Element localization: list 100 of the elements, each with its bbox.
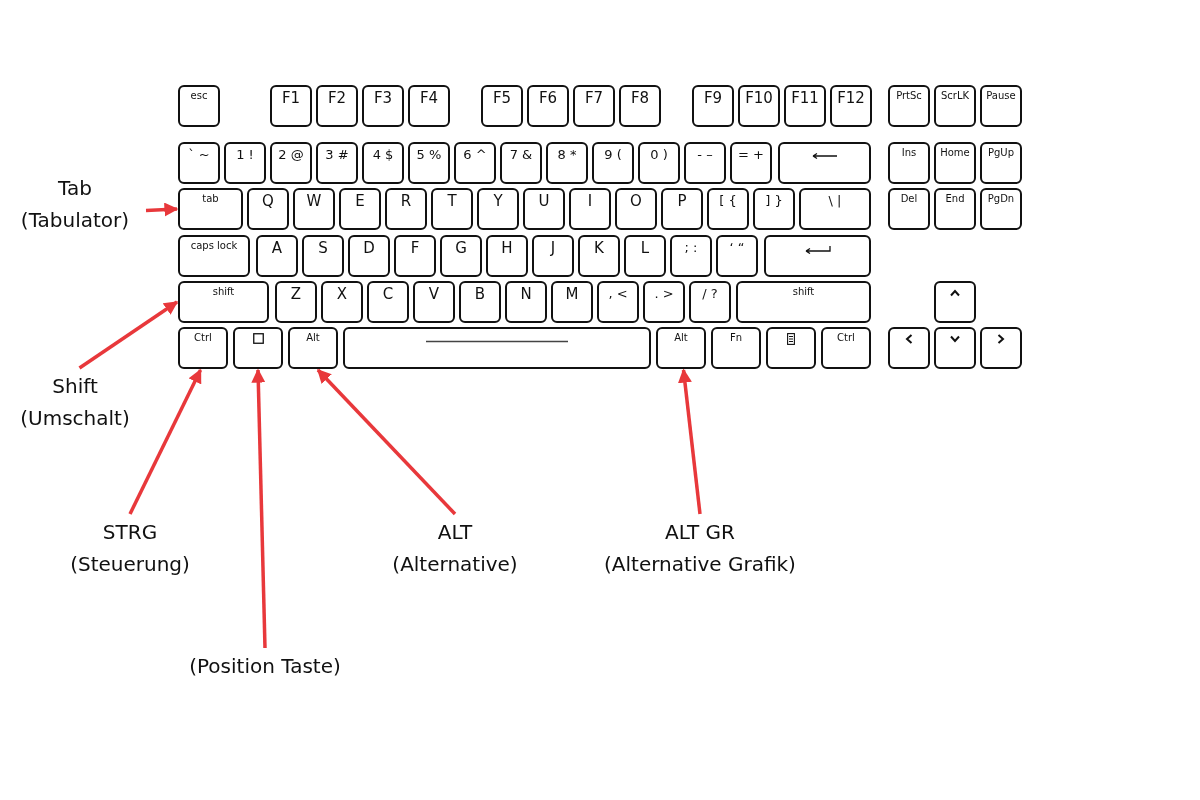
keyboard-key: J [532, 235, 574, 277]
keyboard-key: F8 [619, 85, 661, 127]
callout-title: ALT GR [664, 519, 735, 546]
callout-subtitle: (Steuerung) [70, 551, 190, 578]
callout-subtitle: (Position Taste) [189, 653, 341, 680]
keyboard-key: Pause [980, 85, 1022, 127]
keyboard-key: 5 % [408, 142, 450, 184]
keyboard-key: F12 [830, 85, 872, 127]
keyboard-key: = + [730, 142, 772, 184]
keyboard-key: U [523, 188, 565, 230]
keyboard-key: 0 ) [638, 142, 680, 184]
keyboard-key [934, 281, 976, 323]
keyboard-key [980, 327, 1022, 369]
callout-subtitle: (Umschalt) [20, 405, 130, 432]
keyboard-key: - – [684, 142, 726, 184]
keyboard-key: Z [275, 281, 317, 323]
keyboard-key: F6 [527, 85, 569, 127]
keyboard-key [233, 327, 283, 369]
keyboard-key: D [348, 235, 390, 277]
keyboard-key: F1 [270, 85, 312, 127]
keyboard-key: F5 [481, 85, 523, 127]
keyboard-key [766, 327, 816, 369]
keyboard-key: \ | [799, 188, 871, 230]
keyboard-key: Ins [888, 142, 930, 184]
keyboard-key: shift [178, 281, 269, 323]
keyboard-key: . > [643, 281, 685, 323]
keyboard-key: [ { [707, 188, 749, 230]
keyboard-key: 3 # [316, 142, 358, 184]
keyboard-key: Fn [711, 327, 761, 369]
keyboard-key: ‘ “ [716, 235, 758, 277]
keyboard-key: End [934, 188, 976, 230]
callout-subtitle: (Alternative Grafik) [604, 551, 796, 578]
keyboard-key: F [394, 235, 436, 277]
keyboard-key: B [459, 281, 501, 323]
keyboard-key: ScrLK [934, 85, 976, 127]
arrow [128, 368, 203, 515]
keyboard-key: F3 [362, 85, 404, 127]
keyboard-key: Alt [288, 327, 338, 369]
keyboard-key: X [321, 281, 363, 323]
keyboard-key: 9 ( [592, 142, 634, 184]
keyboard-key: W [293, 188, 335, 230]
keyboard-key: S [302, 235, 344, 277]
keyboard-key: I [569, 188, 611, 230]
keyboard-key: Alt [656, 327, 706, 369]
keyboard-key: F7 [573, 85, 615, 127]
keyboard-key: , < [597, 281, 639, 323]
keyboard-key: PgUp [980, 142, 1022, 184]
keyboard-key: E [339, 188, 381, 230]
keyboard-key: N [505, 281, 547, 323]
keyboard-key: ] } [753, 188, 795, 230]
keyboard-key: 6 ^ [454, 142, 496, 184]
arrow [78, 300, 179, 370]
keyboard-key: T [431, 188, 473, 230]
keyboard-key: F2 [316, 85, 358, 127]
keyboard-key: P [661, 188, 703, 230]
keyboard-key [934, 327, 976, 369]
keyboard-key [888, 327, 930, 369]
callout-title: Tab [58, 175, 92, 202]
keyboard-key [343, 327, 651, 369]
arrow [145, 202, 179, 217]
callout-title: ALT [437, 519, 473, 546]
keyboard-key: 2 @ [270, 142, 312, 184]
keyboard-key: C [367, 281, 409, 323]
keyboard-key: esc [178, 85, 220, 127]
keyboard-key [764, 235, 871, 277]
keyboard-key: Y [477, 188, 519, 230]
keyboard-key: K [578, 235, 620, 277]
keyboard-key: F4 [408, 85, 450, 127]
arrow [678, 368, 702, 515]
keyboard-key: 4 $ [362, 142, 404, 184]
callout-subtitle: (Tabulator) [20, 207, 130, 234]
keyboard-key: Del [888, 188, 930, 230]
keyboard-key: V [413, 281, 455, 323]
keyboard-key: PgDn [980, 188, 1022, 230]
arrow [251, 368, 267, 649]
keyboard-key: M [551, 281, 593, 323]
keyboard-key: L [624, 235, 666, 277]
keyboard-key: tab [178, 188, 243, 230]
keyboard-key: 1 ! [224, 142, 266, 184]
keyboard-key: ` ~ [178, 142, 220, 184]
callout-subtitle: (Alternative) [392, 551, 518, 578]
keyboard-key: 7 & [500, 142, 542, 184]
keyboard-key: Ctrl [178, 327, 228, 369]
keyboard-key: shift [736, 281, 871, 323]
keyboard-key: F11 [784, 85, 826, 127]
keyboard-key: 8 * [546, 142, 588, 184]
arrow [316, 368, 457, 516]
keyboard-key: ; : [670, 235, 712, 277]
keyboard-key: R [385, 188, 427, 230]
keyboard-key: F9 [692, 85, 734, 127]
callout-title: Shift [52, 373, 98, 400]
keyboard-key [778, 142, 871, 184]
keyboard-key: caps lock [178, 235, 250, 277]
callout-title: STRG [102, 519, 158, 546]
keyboard-key: G [440, 235, 482, 277]
keyboard-key: O [615, 188, 657, 230]
keyboard-key: / ? [689, 281, 731, 323]
keyboard-key: Ctrl [821, 327, 871, 369]
keyboard-key: Q [247, 188, 289, 230]
keyboard-key: PrtSc [888, 85, 930, 127]
